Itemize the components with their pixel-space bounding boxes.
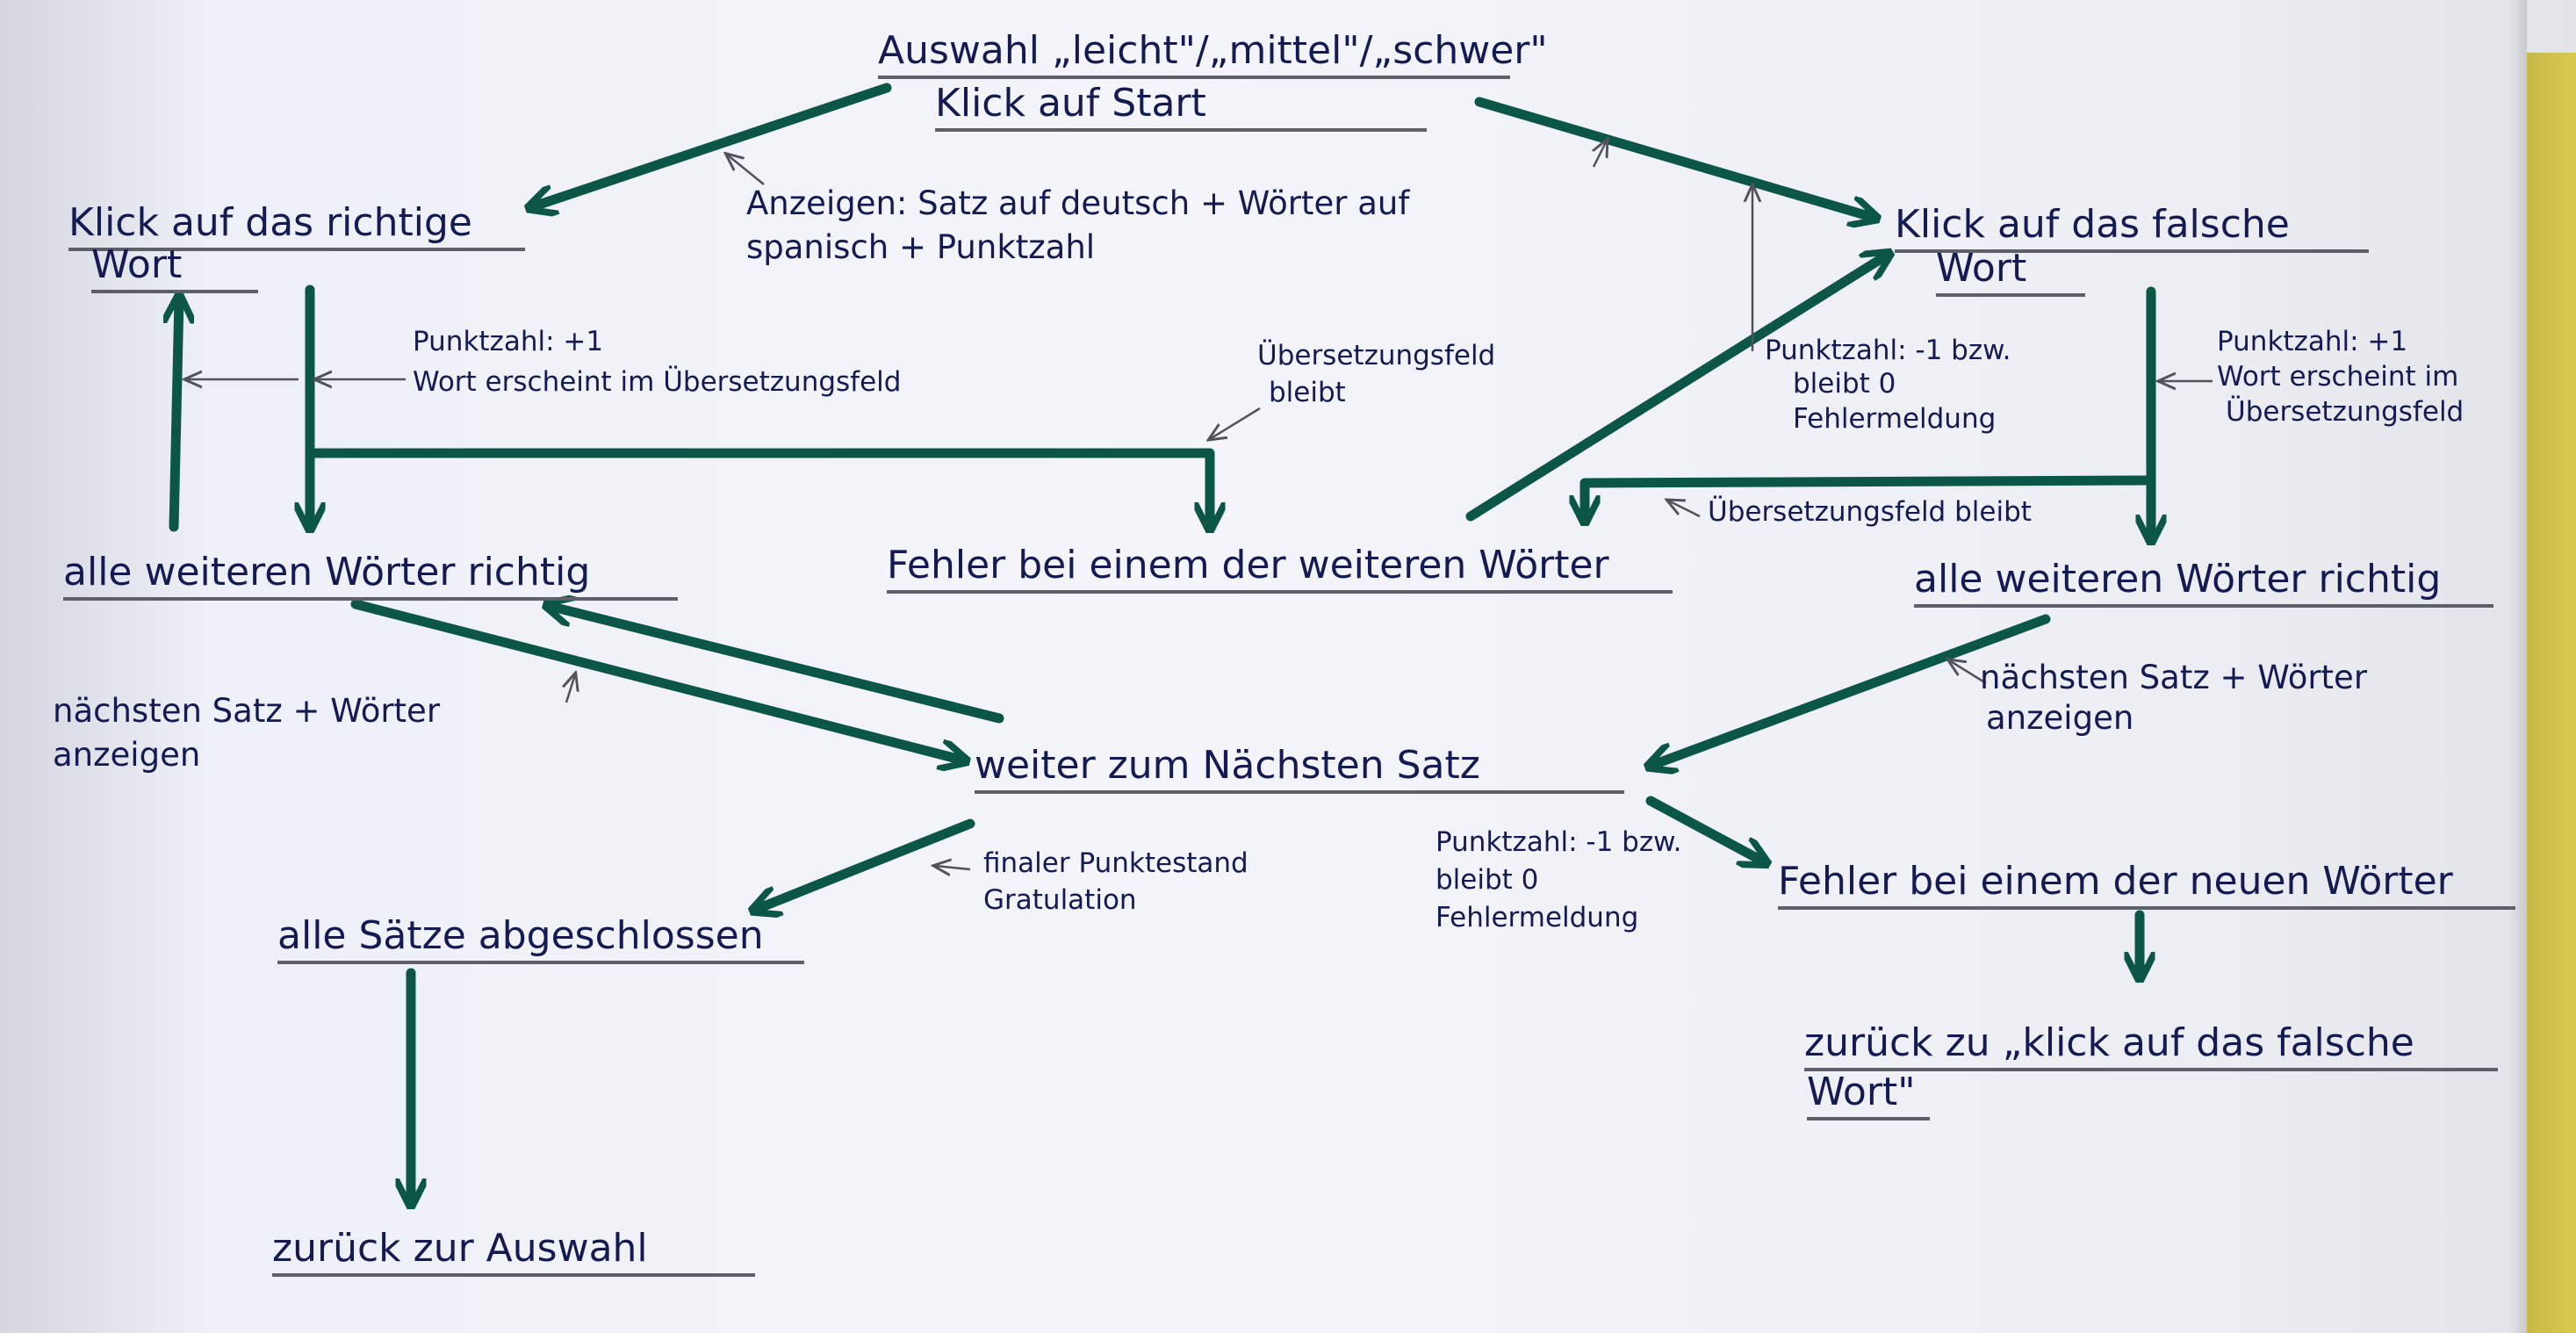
click-wrong-word-text: Wort	[1936, 246, 2027, 291]
node-next-sentence: weiter zum Nächsten Satz	[975, 743, 1624, 795]
arrow-wrong-to-error	[1585, 475, 2156, 520]
pointer-field-stays-mid	[1210, 407, 1261, 439]
arrow-left-to-next	[350, 599, 964, 760]
pointer-field-stays-right	[1668, 501, 1701, 518]
page-shadow	[2509, 0, 2527, 1333]
note-score-minus-top-line3: Fehlermeldung	[1793, 403, 1997, 435]
click-correct-text: Klick auf das richtige	[68, 200, 472, 245]
arrow-correct-to-error	[305, 448, 1210, 527]
next-sentence-text: weiter zum Nächsten Satz	[975, 743, 1480, 788]
arrow-start-to-wrong	[1474, 97, 1874, 218]
note-field-stays-mid-line2: bleibt	[1269, 377, 1346, 408]
pointer-next-left	[566, 674, 575, 703]
start-click-text: Klick auf Start	[935, 81, 1206, 126]
all-correct-right-text: alle weiteren Wörter richtig	[1914, 557, 2442, 602]
node-back-to-wrong-word: Wort"	[1807, 1070, 1930, 1121]
note-score-minus-bottom-line1: Punktzahl: -1 bzw.	[1436, 826, 1682, 858]
note-score-plus-right-line1: Punktzahl: +1	[2217, 326, 2408, 357]
back-to-wrong-text: zurück zu „klick auf das falsche	[1804, 1020, 2414, 1065]
note-score-plus-right-line2: Wort erscheint im	[2217, 361, 2459, 393]
note-show-sentence-line1: Anzeigen: Satz auf deutsch + Wörter auf	[746, 184, 1410, 222]
start-selection-text: Auswahl „leicht"/„mittel"/„schwer"	[878, 28, 1548, 73]
back-to-wrong-word-text: Wort"	[1807, 1070, 1916, 1114]
note-score-minus-bottom-line3: Fehlermeldung	[1436, 902, 1639, 933]
click-correct-word-text: Wort	[91, 242, 183, 287]
start-node: Auswahl „leicht"/„mittel"/„schwer"	[878, 28, 1548, 80]
note-next-right-line2: anzeigen	[1986, 699, 2134, 737]
note-final-score-line1: finaler Punktestand	[983, 847, 1248, 879]
node-click-correct: Klick auf das richtige	[68, 200, 525, 252]
note-field-stays-mid-line1: Übersetzungsfeld	[1257, 340, 1496, 371]
node-click-wrong: Klick auf das falsche	[1895, 202, 2369, 254]
all-done-text: alle Sätze abgeschlossen	[277, 913, 764, 958]
error-middle-text: Fehler bei einem der weiteren Wörter	[887, 543, 1609, 587]
node-back-to-selection: zurück zur Auswahl	[272, 1226, 755, 1278]
node-error-new: Fehler bei einem der neuen Wörter	[1778, 859, 2515, 911]
note-next-left-line1: nächsten Satz + Wörter	[53, 692, 441, 730]
all-correct-left-text: alle weiteren Wörter richtig	[63, 550, 591, 594]
pointer-final-score	[935, 866, 971, 869]
note-field-stays-right-text: Übersetzungsfeld bleibt	[1708, 496, 2032, 528]
note-next-left-line2: anzeigen	[53, 736, 201, 774]
arrow-start-to-correct	[531, 83, 892, 207]
node-all-done: alle Sätze abgeschlossen	[277, 913, 804, 965]
arrow-next-to-left	[549, 606, 1004, 724]
pointer-next-right	[1949, 660, 1987, 685]
note-score-plus-left-line2: Wort erscheint im Übersetzungsfeld	[413, 366, 902, 398]
yellow-folder-edge	[2527, 53, 2576, 1333]
arrow-right-to-next	[1651, 614, 2051, 766]
arrow-next-to-error-new	[1645, 796, 1765, 862]
node-error-middle: Fehler bei einem der weiteren Wörter	[887, 544, 1673, 594]
note-score-plus-right-line3: Übersetzungsfeld	[2226, 396, 2464, 428]
back-to-selection-text: zurück zur Auswahl	[272, 1226, 648, 1271]
pointer-start-note	[1594, 141, 1607, 168]
arrow-left-loop-up	[174, 299, 179, 532]
arrow-next-to-done	[755, 818, 975, 910]
node-all-correct-right: alle weiteren Wörter richtig	[1914, 557, 2493, 609]
start-click-node: Klick auf Start	[935, 81, 1427, 133]
node-all-correct-left: alle weiteren Wörter richtig	[63, 550, 678, 602]
arrow-error-to-wrong	[1465, 255, 1888, 522]
error-new-text: Fehler bei einem der neuen Wörter	[1778, 859, 2453, 904]
note-score-minus-bottom-line2: bleibt 0	[1436, 864, 1539, 896]
node-click-wrong-word: Wort	[1936, 246, 2085, 298]
note-show-sentence-line2: spanisch + Punktzahl	[746, 228, 1096, 266]
pointer-show-sentence	[727, 155, 765, 185]
node-click-correct-word: Wort	[91, 242, 258, 294]
note-next-right-line1: nächsten Satz + Wörter	[1980, 659, 2368, 696]
note-score-minus-top-line1: Punktzahl: -1 bzw.	[1765, 335, 2011, 366]
note-final-score-line2: Gratulation	[983, 884, 1137, 916]
note-score-minus-top-line2: bleibt 0	[1793, 368, 1896, 400]
node-back-to-wrong: zurück zu „klick auf das falsche	[1804, 1020, 2498, 1072]
note-score-plus-left-line1: Punktzahl: +1	[413, 326, 604, 357]
click-wrong-text: Klick auf das falsche	[1895, 202, 2290, 247]
